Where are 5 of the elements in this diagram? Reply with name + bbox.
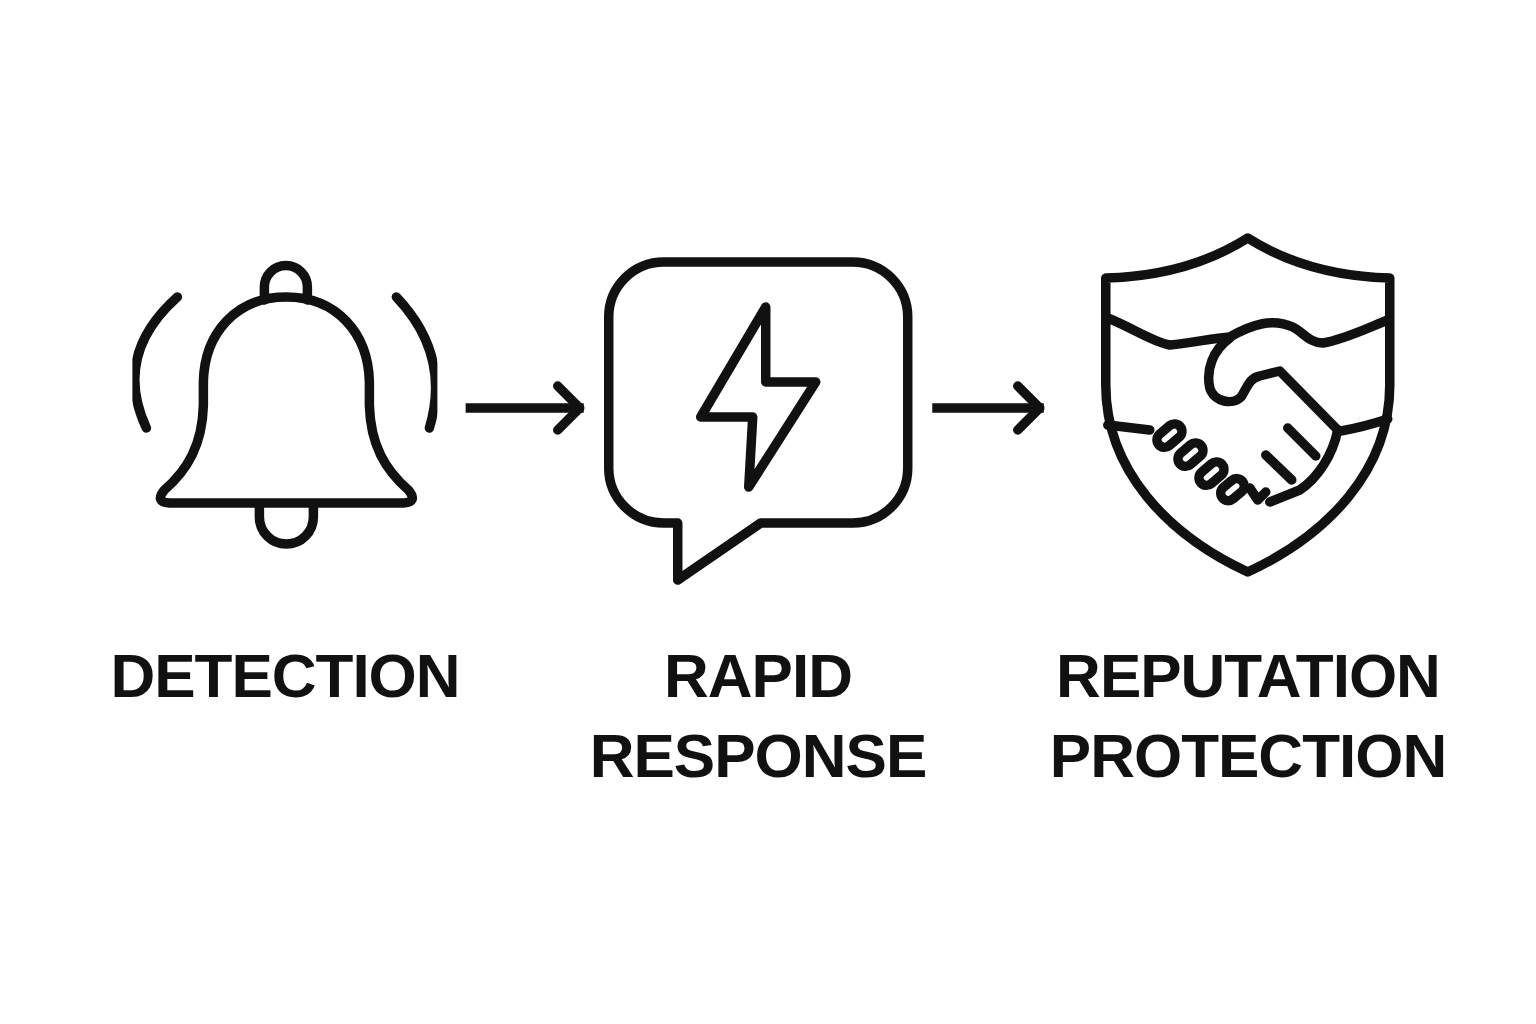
node-label: RAPID RESPONSE xyxy=(589,640,927,792)
node-label: DETECTION xyxy=(110,640,460,712)
arrow xyxy=(932,381,1045,435)
node-label: REPUTATION PROTECTION xyxy=(1049,640,1447,792)
arrow xyxy=(465,381,585,435)
